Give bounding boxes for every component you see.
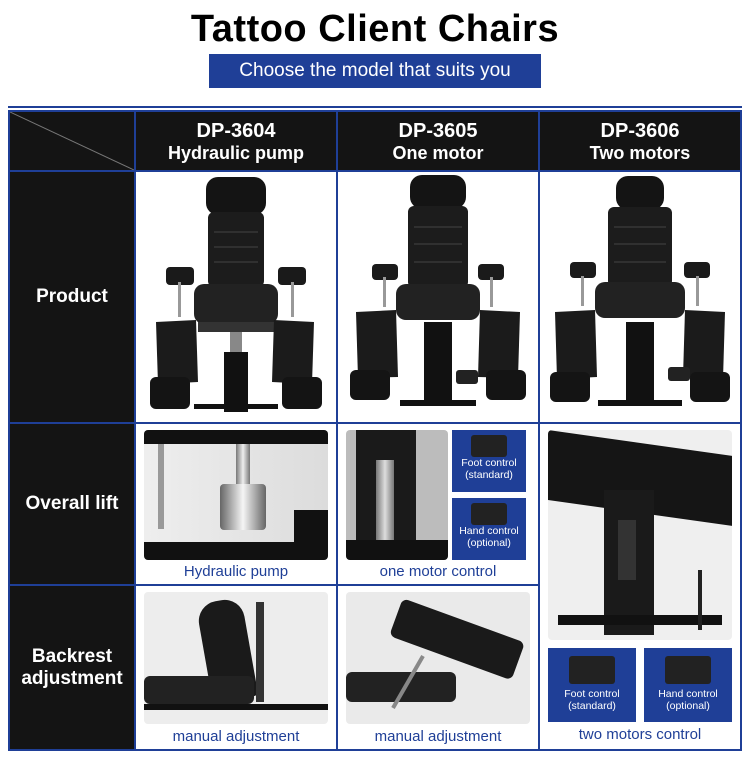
subtitle-banner: Choose the model that suits you [209, 54, 541, 88]
chair-image [350, 175, 526, 406]
model-code: DP-3606 [600, 120, 680, 142]
hand-control-label: Hand control [658, 688, 718, 700]
hand-control-note: (optional) [467, 537, 511, 549]
model-desc: Hydraulic pump [167, 143, 305, 163]
model-code: DP-3605 [398, 120, 478, 142]
divider [8, 106, 742, 108]
product-dp3606 [540, 172, 740, 422]
hand-control-note: (optional) [666, 700, 710, 712]
manual-backrest-photo [144, 592, 328, 724]
page-title: Tattoo Client Chairs [190, 8, 560, 50]
hand-control-label: Hand control [459, 525, 519, 537]
lift-backrest-dp3606: Foot control (standard) Hand control (op… [540, 424, 740, 749]
row-label-lift: Overall lift [10, 424, 134, 584]
header-dp3605: DP-3605 One motor [338, 112, 538, 170]
foot-control-note: (standard) [568, 700, 616, 712]
model-desc: Two motors [589, 143, 691, 163]
chair-image [150, 177, 322, 412]
backrest-label-line1: Backrest [31, 645, 113, 667]
caption: manual adjustment [374, 728, 502, 745]
hydraulic-pump-photo [144, 430, 328, 560]
manual-backrest-photo [346, 592, 530, 724]
model-desc: One motor [392, 143, 484, 163]
header-dp3604: DP-3604 Hydraulic pump [136, 112, 336, 170]
one-motor-photo [346, 430, 448, 560]
diagonal-line [9, 111, 135, 171]
product-dp3604 [136, 172, 336, 422]
model-code: DP-3604 [196, 120, 276, 142]
caption: one motor control [379, 563, 497, 580]
row-label-backrest: Backrest adjustment [10, 586, 134, 749]
foot-control-box: Foot control (standard) [548, 648, 636, 722]
backrest-dp3605: manual adjustment [338, 586, 538, 749]
lift-dp3604: Hydraulic pump [136, 424, 336, 584]
caption: manual adjustment [172, 728, 300, 745]
header-dp3606: DP-3606 Two motors [540, 112, 740, 170]
chair-image [550, 176, 730, 406]
foot-control-label: Foot control [564, 688, 620, 700]
comparison-table: DP-3604 Hydraulic pump DP-3605 One motor… [8, 110, 742, 751]
foot-control-label: Foot control [461, 457, 517, 469]
corner-cell [9, 111, 135, 171]
caption: Hydraulic pump [183, 563, 289, 580]
foot-control-note: (standard) [465, 469, 513, 481]
caption: two motors control [578, 726, 702, 743]
hand-control-box: Hand control (optional) [644, 648, 732, 722]
lift-dp3605: Foot control (standard) Hand control (op… [338, 424, 538, 584]
product-dp3605 [338, 172, 538, 422]
row-label-product: Product [10, 172, 134, 422]
backrest-dp3604: manual adjustment [136, 586, 336, 749]
backrest-label-line2: adjustment [21, 667, 123, 689]
foot-control-box: Foot control (standard) [452, 430, 526, 492]
hand-control-box: Hand control (optional) [452, 498, 526, 560]
two-motor-photo [548, 430, 732, 640]
